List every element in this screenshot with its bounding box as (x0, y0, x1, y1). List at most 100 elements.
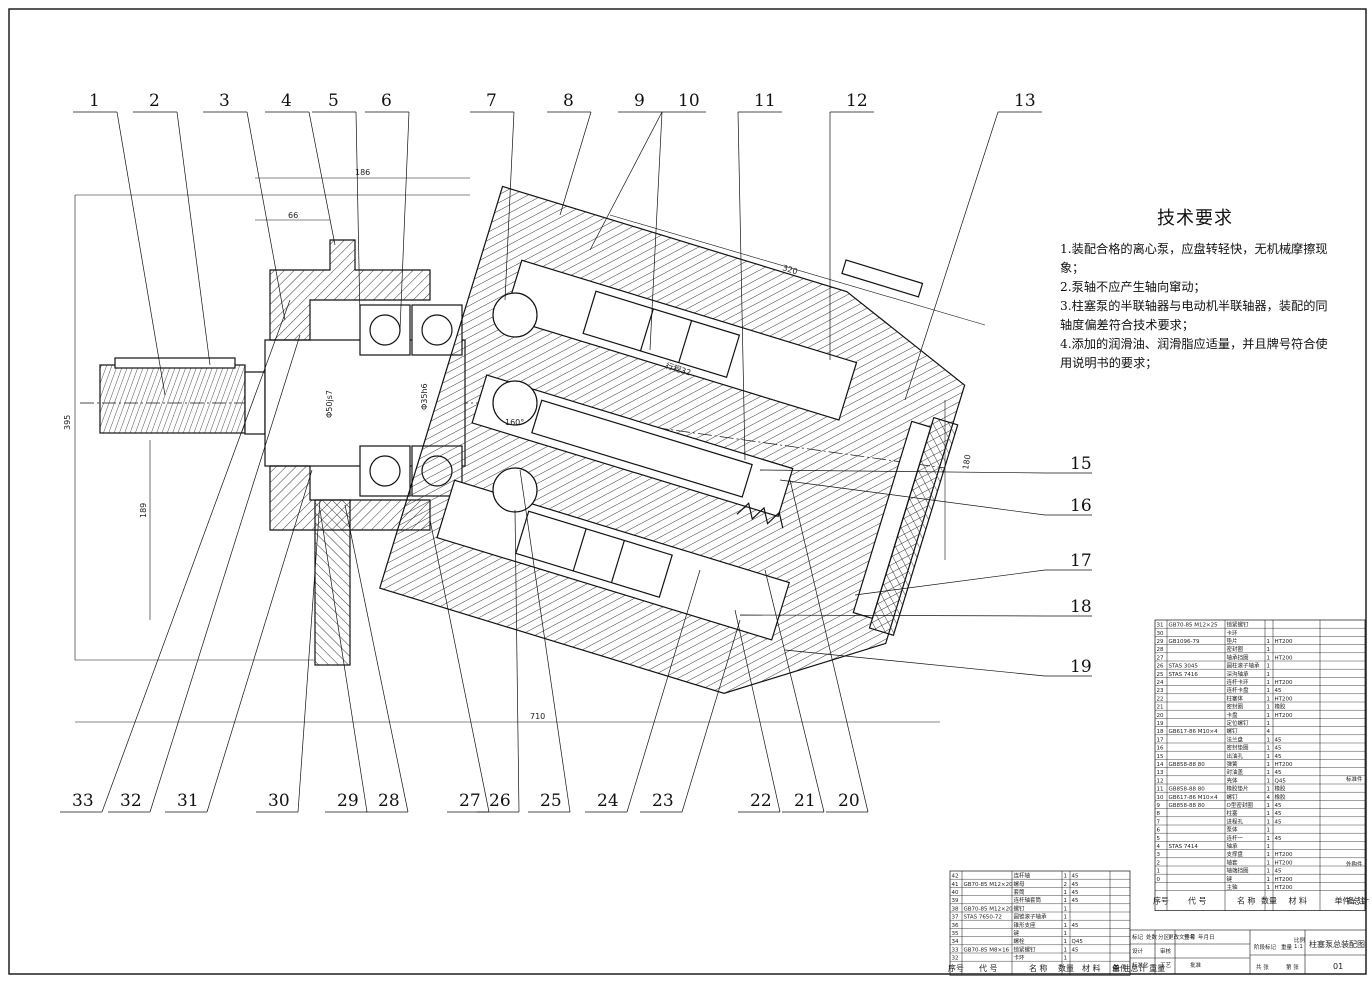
parts-cell: 1 (1267, 762, 1271, 768)
parts-cell: 弹簧 (1227, 760, 1239, 768)
parts-cell: 4 (1267, 795, 1271, 801)
dim-top-length: 186 (355, 168, 370, 177)
parts-cell: 13 (1157, 770, 1164, 776)
parts-cell: GB617-86 M10×4 (1169, 795, 1219, 801)
callout-number: 25 (540, 791, 562, 811)
parts-cell: HT200 (1275, 885, 1293, 891)
title-field: 年月日 (1198, 933, 1215, 941)
parts-cell: 11 (1157, 787, 1164, 793)
parts-cell: 1 (1064, 898, 1068, 904)
parts-cell: STAS 3045 (1169, 664, 1199, 670)
callout-number: 29 (337, 791, 359, 811)
parts-cell: 45 (1275, 819, 1282, 825)
parts-cell: 1 (1064, 931, 1068, 937)
parts-cell: 36 (952, 923, 959, 929)
callout-number: 21 (794, 791, 816, 811)
parts-cell: 1 (1267, 672, 1271, 678)
dim-body-length: 320 (781, 263, 798, 276)
dim-height-left: 395 (63, 415, 72, 430)
side-note: 标准件 (1346, 775, 1363, 783)
parts-cell: 螺母 (1014, 880, 1026, 888)
parts-cell: 9 (1157, 803, 1161, 809)
parts-cell: 1 (1267, 885, 1271, 891)
callout-number: 17 (1070, 551, 1092, 571)
parts-cell: 封油盖 (1227, 768, 1244, 776)
dim-height-inner: 189 (139, 503, 148, 518)
parts-cell: 45 (1072, 923, 1079, 929)
parts-cell: 连杆轴 (1014, 872, 1031, 880)
parts-cell: 25 (1157, 672, 1164, 678)
parts-cell: GB858-88 80 (1169, 803, 1206, 809)
side-note: 外购件 (1346, 860, 1363, 868)
parts-cell: 45 (1275, 836, 1282, 842)
parts-cell: 1 (1267, 877, 1271, 883)
tech-req-item: 3.柱塞泵的半联轴器与电动机半联轴器，装配的同轴度偏差符合技术要求； (1060, 299, 1328, 332)
parts-cell: 密封垫圈 (1227, 744, 1250, 752)
parts-cell: 45 (1275, 688, 1282, 694)
parts-cell: 连杆卡盘 (1227, 686, 1250, 694)
title-field: 处数 (1146, 933, 1158, 941)
parts-cell: 4 (1267, 729, 1271, 735)
title-field: 审核 (1160, 947, 1172, 955)
title-field: 比例 (1294, 936, 1306, 944)
parts-cell: 1 (1064, 956, 1068, 962)
callout-number: 26 (489, 791, 511, 811)
callout-number: 13 (1014, 91, 1036, 111)
parts-cell: 1 (1064, 947, 1068, 953)
parts-header: 材 料 (1082, 963, 1101, 973)
parts-cell: HT200 (1275, 852, 1293, 858)
parts-cell: 密封圈 (1227, 645, 1244, 653)
callout-number: 3 (219, 91, 230, 111)
parts-cell: 卡环 (1014, 954, 1026, 962)
parts-cell: 2 (1064, 882, 1068, 888)
parts-cell: GB1096-79 (1169, 639, 1201, 645)
parts-cell: 38 (952, 906, 959, 912)
parts-cell: 1 (1064, 874, 1068, 880)
parts-cell: 26 (1157, 664, 1164, 670)
parts-cell: STAS 7414 (1169, 844, 1199, 850)
parts-cell: 出油孔 (1227, 752, 1244, 760)
piston-lower (515, 510, 673, 598)
parts-cell: GB70-85 M12×20 (964, 882, 1014, 888)
ball-joint-top (492, 292, 538, 338)
title-field: 分区 (1158, 933, 1170, 941)
parts-header: 数量 (1261, 896, 1277, 906)
title-block (1129, 929, 1367, 975)
parts-cell: GB70-85 M12×20 (964, 906, 1014, 912)
parts-cell: HT200 (1275, 713, 1293, 719)
callout-number: 20 (838, 791, 860, 811)
callout-number: 30 (268, 791, 290, 811)
parts-cell: 轴套 (1227, 858, 1239, 866)
title-field: 标准化 (1132, 961, 1149, 969)
sheet-border (8, 8, 1367, 975)
parts-cell: 10 (1157, 795, 1164, 801)
parts-cell: 1 (1267, 688, 1271, 694)
parts-cell: HT200 (1275, 680, 1293, 686)
parts-cell: 5 (1157, 836, 1161, 842)
ball-bearings (359, 304, 463, 497)
parts-cell: 45 (1275, 869, 1282, 875)
parts-cell: 1 (1267, 778, 1271, 784)
parts-cell: GB617-86 M10×4 (1169, 729, 1219, 735)
callout-number: 22 (750, 791, 772, 811)
parts-cell: 34 (952, 939, 959, 945)
parts-cell: HT200 (1275, 655, 1293, 661)
technical-requirements: 技术要求 1.装配合格的离心泵，应盘转轻快，无机械摩擦现象； 2.泵轴不应产生轴… (1060, 204, 1330, 373)
parts-cell: 壳体 (1227, 776, 1239, 784)
parts-cell: 柱塞体 (1227, 694, 1244, 702)
piston-mid (531, 399, 753, 498)
title-field: 设计 (1132, 947, 1144, 955)
parts-cell: 1 (1267, 819, 1271, 825)
parts-header: 备 注 (1347, 896, 1366, 906)
parts-cell: 1 (1267, 680, 1271, 686)
parts-cell: 15 (1157, 754, 1164, 760)
parts-cell: 1 (1267, 705, 1271, 711)
parts-cell: 轴承 (1227, 842, 1239, 850)
dimension-lines (74, 177, 986, 723)
callout-number: 32 (120, 791, 142, 811)
callout-number: 5 (328, 91, 339, 111)
parts-cell: 螺栓 (1014, 937, 1026, 945)
parts-cell: 1 (1267, 746, 1271, 752)
